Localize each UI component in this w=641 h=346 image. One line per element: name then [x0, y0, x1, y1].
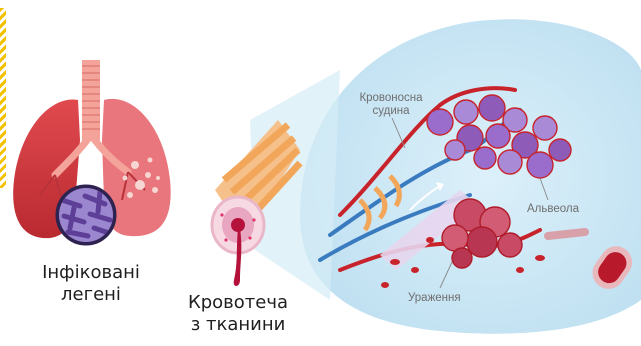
- alveolus-label: Альвеола: [527, 203, 579, 216]
- lesion-label: Ураження: [408, 292, 461, 305]
- blood-vessel-label-line2: судина: [346, 105, 436, 118]
- tissue-bleeding-label-line1: Кровотеча: [178, 292, 298, 314]
- blood-vessel-label: Кровоносна судина: [346, 92, 436, 118]
- lungs-illustration: [13, 60, 171, 247]
- infected-lungs-label-line2: легені: [26, 284, 156, 306]
- blood-vessel-label-line1: Кровоносна: [346, 92, 436, 105]
- infected-lungs-label-line1: Інфіковані: [26, 262, 156, 284]
- tissue-bleeding-label-line2: з тканини: [178, 314, 298, 336]
- infected-lungs-label: Інфіковані легені: [26, 262, 156, 306]
- zoom-bubble: [300, 19, 641, 333]
- tissue-bleeding-label: Кровотеча з тканини: [178, 292, 298, 336]
